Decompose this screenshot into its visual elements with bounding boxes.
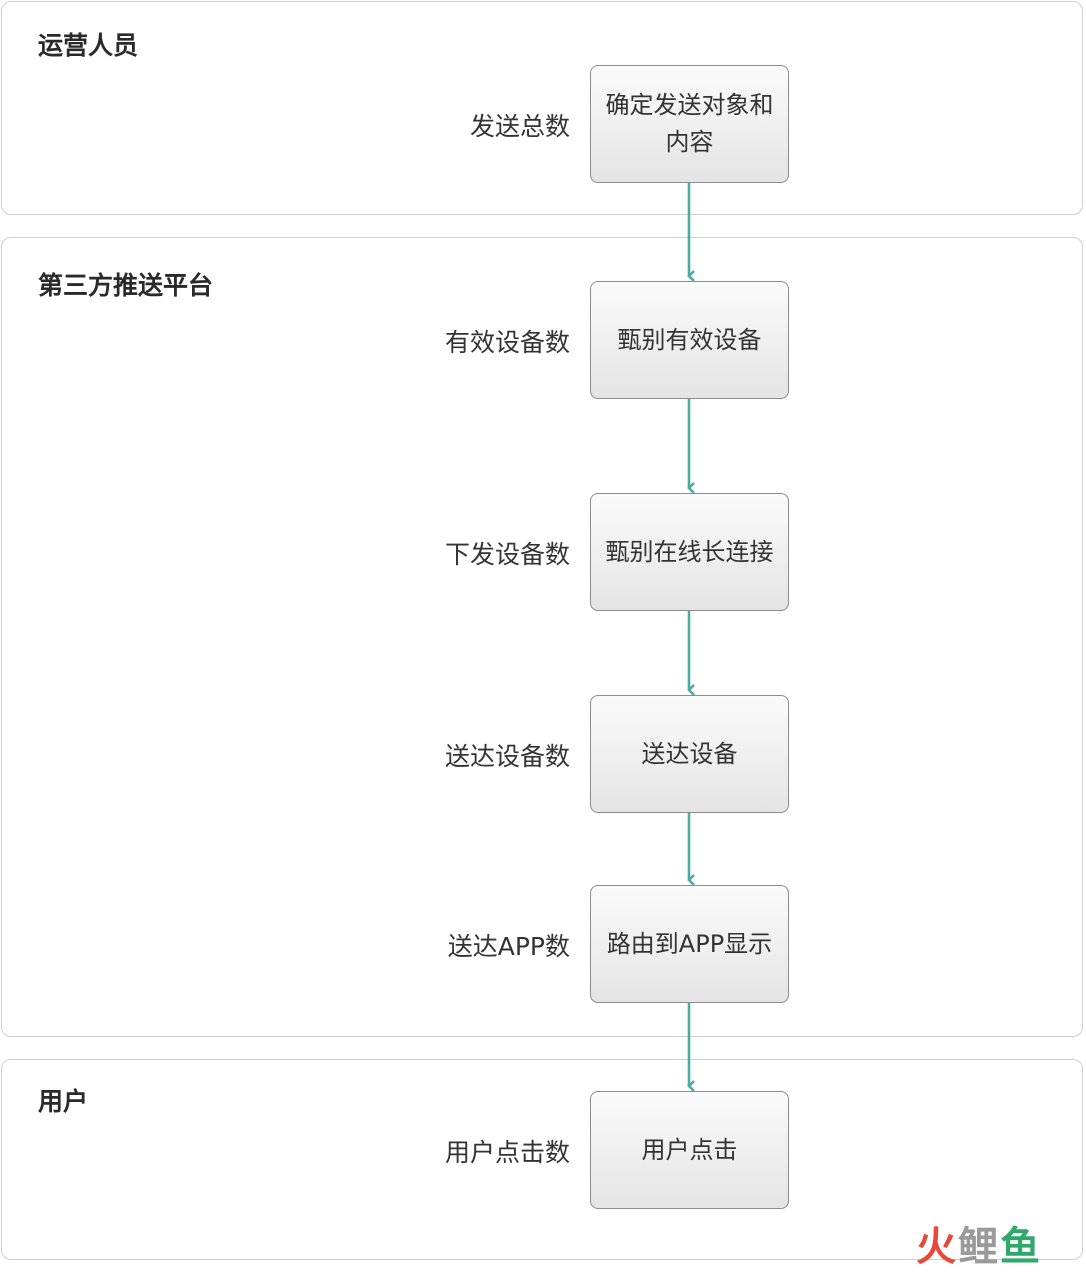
step-label: 甄别在线长连接 [605,537,774,566]
step-label: 路由到APP显示 [606,929,773,958]
lane-push-platform: 第三方推送平台 [1,237,1083,1037]
lane-title: 用户 [38,1087,89,1116]
step-label: 确定发送对象和 [605,91,774,119]
step-box-valid-devices: 甄别有效设备 [590,281,789,399]
lane-users: 用户 [1,1059,1083,1260]
step-label: 用户点击 [641,1135,738,1164]
metric-label: 下发设备数 [444,540,570,569]
step-label: 甄别有效设备 [617,325,762,354]
step-label: 送达设备 [641,739,738,768]
step-box-delivered-devices: 送达设备 [590,695,789,813]
step-box-online-connections: 甄别在线长连接 [590,493,789,611]
step-box-define-target: 确定发送对象和 内容 [590,65,789,183]
metric-label: 送达设备数 [444,742,570,771]
step-label: 内容 [665,128,714,156]
step-box-route-to-app: 路由到APP显示 [590,885,789,1003]
step-box-user-click: 用户点击 [590,1091,789,1209]
metric-label: 发送总数 [469,112,570,141]
lane-operators: 运营人员 [1,1,1083,215]
metric-label: 用户点击数 [444,1138,570,1167]
metric-label: 送达APP数 [447,932,570,961]
watermark-char: 鱼 [1000,1224,1042,1270]
watermark-logo: 火鲤鱼 [916,1214,1042,1272]
watermark-char: 火 [916,1224,958,1270]
lane-title: 第三方推送平台 [38,271,214,300]
metric-label: 有效设备数 [444,328,570,357]
lane-title: 运营人员 [38,31,139,60]
watermark-char: 鲤 [958,1224,1000,1270]
